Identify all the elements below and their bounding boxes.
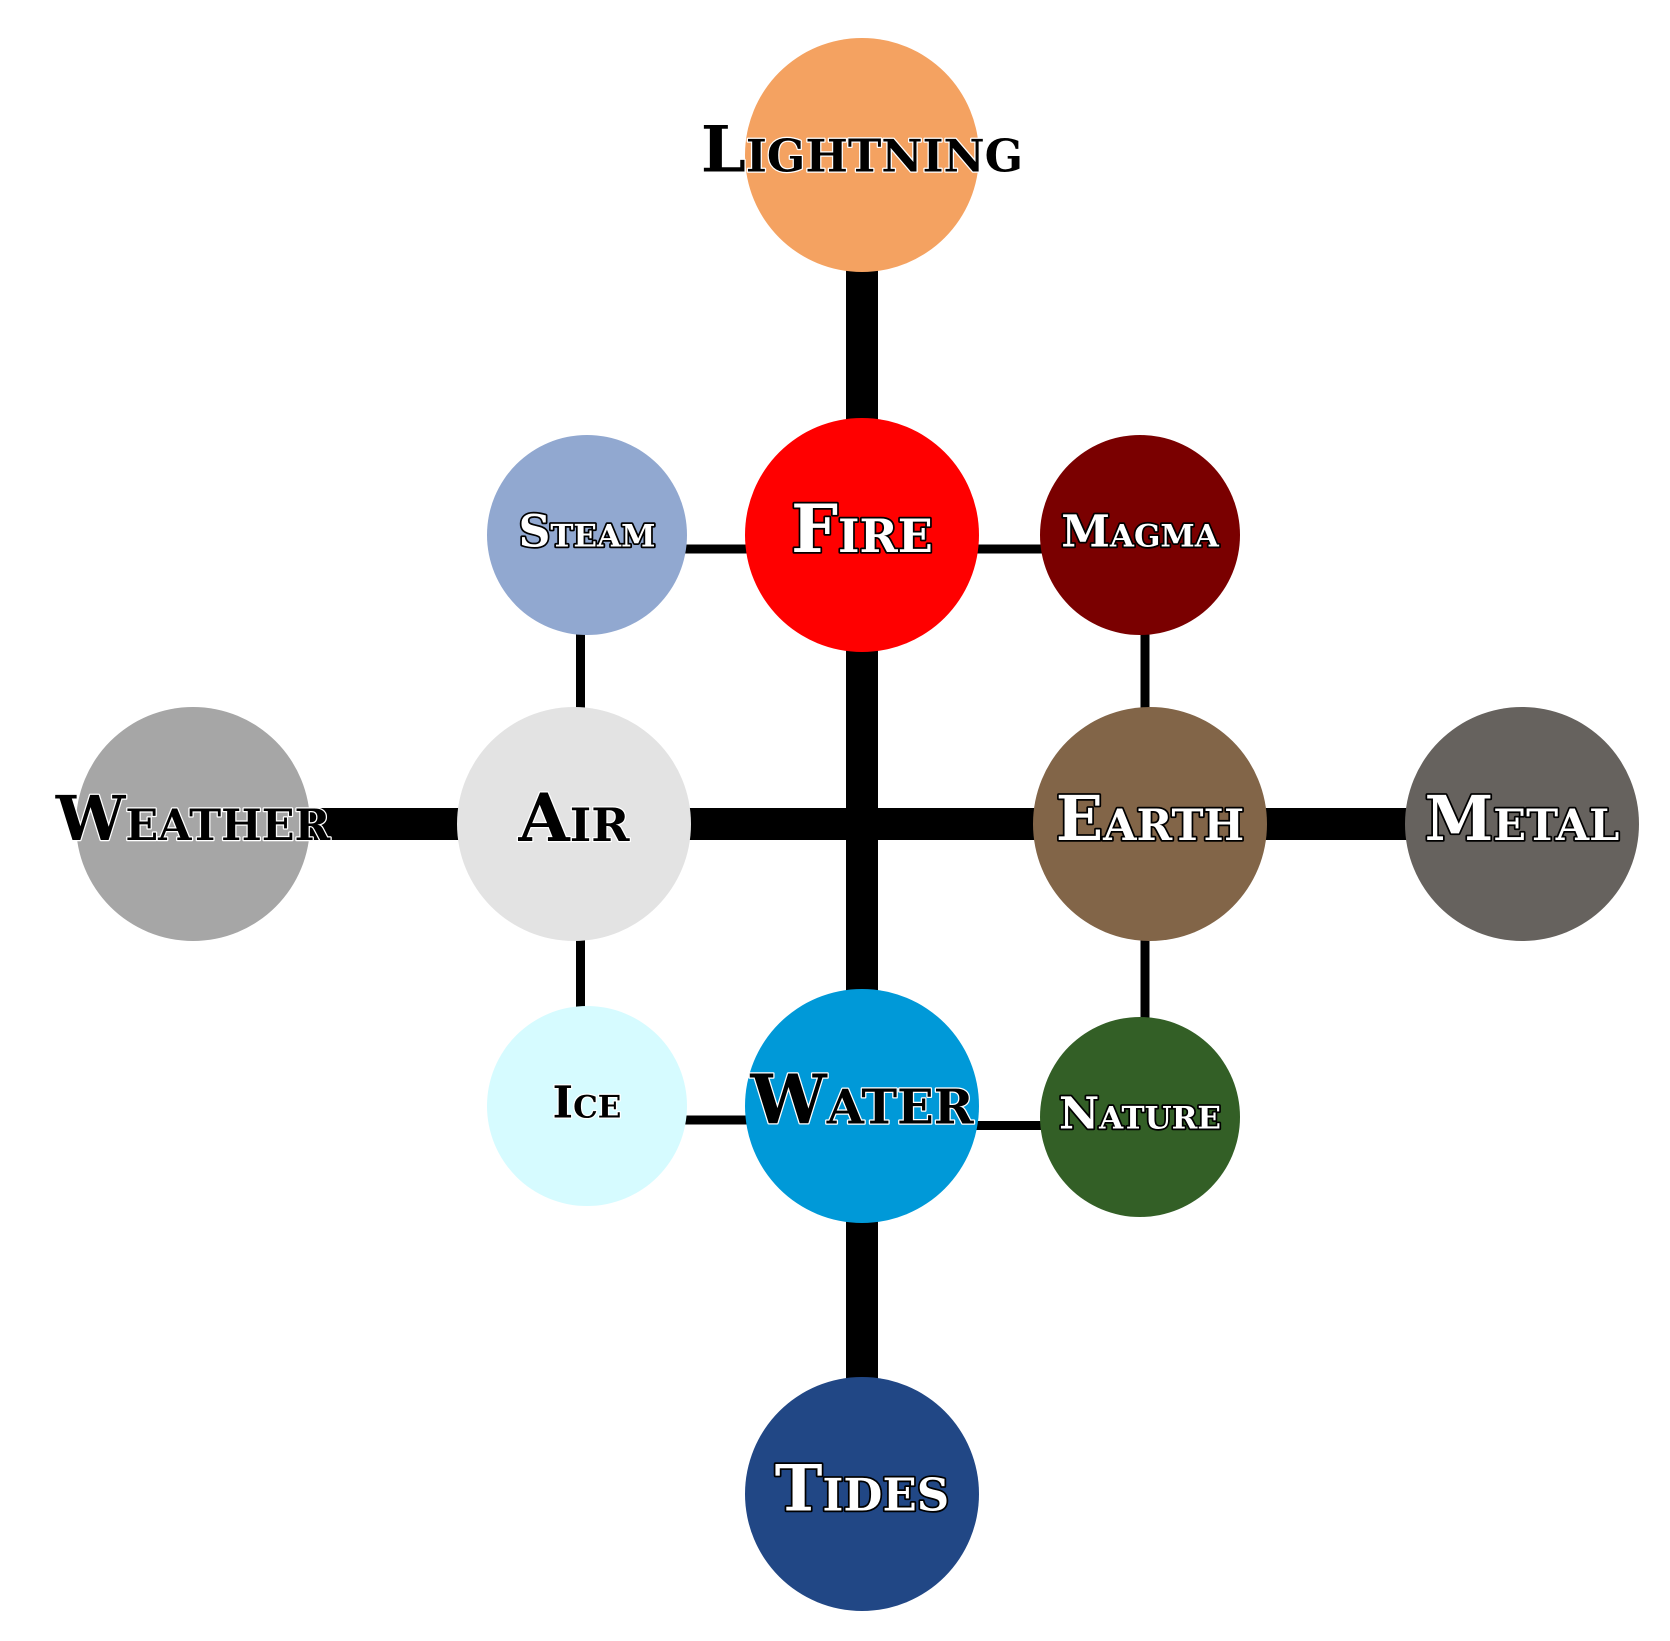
node-lightning-label: Lightning: [701, 113, 1023, 188]
node-tides-label: Tides: [775, 1452, 950, 1527]
node-fire: Fire: [745, 418, 979, 652]
node-nature-label: Nature: [1059, 1089, 1221, 1140]
node-water-label: Water: [749, 1061, 974, 1141]
node-steam-circle: [487, 435, 687, 635]
node-tides-circle: [745, 1377, 979, 1611]
node-earth-label: Earth: [1056, 782, 1244, 855]
edges-layer: [193, 155, 1522, 1494]
node-nature: Nature: [1040, 1017, 1240, 1217]
node-steam: Steam: [487, 435, 687, 635]
node-magma-label: Magma: [1061, 507, 1220, 558]
node-weather: Weather: [53, 707, 332, 941]
node-earth-circle: [1033, 707, 1267, 941]
node-weather-label: Weather: [55, 782, 331, 855]
node-water-circle: [745, 989, 979, 1223]
node-magma-circle: [1040, 435, 1240, 635]
node-metal-label: Metal: [1425, 782, 1620, 855]
node-magma: Magma: [1040, 435, 1240, 635]
node-lightning: Lightning: [700, 38, 1024, 272]
node-water: Water: [745, 989, 979, 1223]
node-nature-circle: [1040, 1017, 1240, 1217]
node-ice-circle: [487, 1006, 687, 1206]
node-air-circle: [457, 707, 691, 941]
node-tides: Tides: [745, 1377, 979, 1611]
node-fire-circle: [745, 418, 979, 652]
node-air-label: Air: [518, 779, 631, 857]
node-earth: Earth: [1033, 707, 1267, 941]
node-ice: Ice: [487, 1006, 687, 1206]
node-lightning-circle: [745, 38, 979, 272]
node-weather-circle: [76, 707, 310, 941]
node-air: Air: [457, 707, 691, 941]
node-ice-label: Ice: [553, 1078, 622, 1129]
node-steam-label: Steam: [519, 507, 656, 558]
node-metal: Metal: [1405, 707, 1639, 941]
node-fire-label: Fire: [791, 490, 933, 568]
node-metal-circle: [1405, 707, 1639, 941]
